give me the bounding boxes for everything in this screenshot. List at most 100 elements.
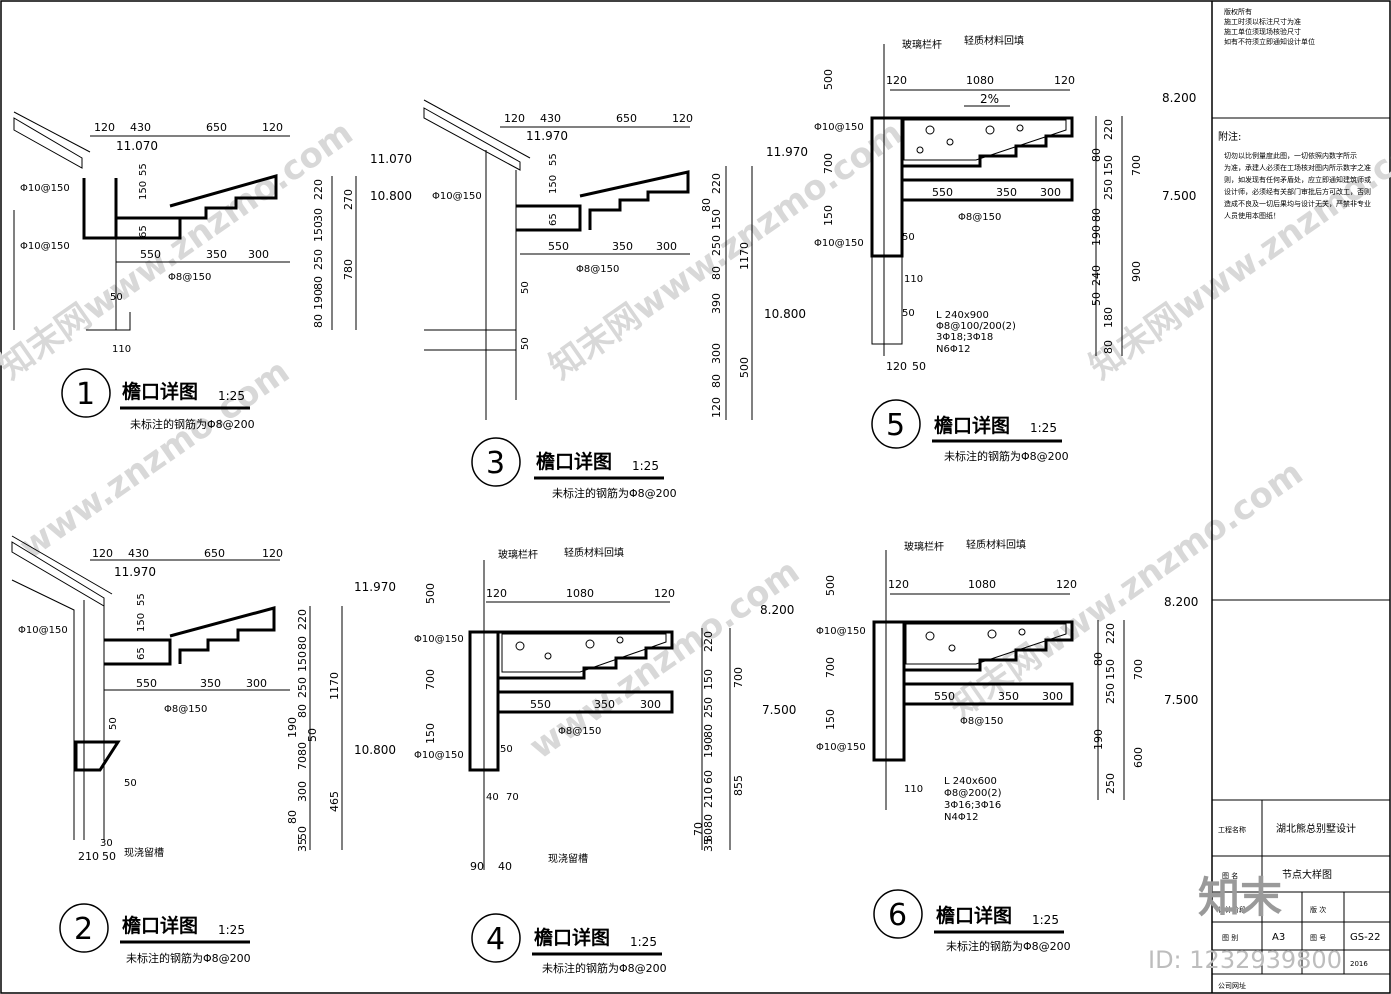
- dim: 50: [902, 308, 915, 319]
- rebar-label: Φ8@150: [960, 716, 1003, 727]
- dim: 780: [342, 259, 355, 280]
- gutter: [169, 174, 278, 236]
- copyright-line: 施工时须以标注尺寸为准: [1224, 17, 1301, 26]
- dim: 120: [888, 578, 909, 591]
- rebar-label: Φ8@150: [576, 264, 619, 275]
- dim: 70: [506, 792, 519, 803]
- roof-tiles: [13, 117, 83, 169]
- detail-scale: 1:25: [630, 935, 657, 949]
- dim: 350: [996, 186, 1017, 199]
- dim: 150: [136, 613, 147, 632]
- dim: 50: [124, 778, 137, 789]
- dim: 50: [306, 728, 319, 742]
- title-block: 版权所有 施工时须以标注尺寸为准 施工单位须现场核验尺寸 如有不符须立即通知设计…: [1148, 1, 1390, 993]
- fill-pebble: [1018, 628, 1026, 636]
- dim: 700: [732, 667, 745, 688]
- dim: 150: [824, 709, 837, 730]
- detail-note: 未标注的钢筋为Φ8@200: [126, 951, 251, 965]
- rebar-label: Φ10@150: [20, 183, 70, 194]
- beam-label: N4Φ12: [944, 812, 978, 823]
- dim: 120: [94, 121, 115, 134]
- dim: 190: [702, 737, 715, 758]
- rebar-label: Φ8@150: [958, 212, 1001, 223]
- rebar-label: Φ10@150: [20, 241, 70, 252]
- dim: 700: [822, 153, 835, 174]
- dim: 150: [138, 181, 149, 200]
- brand-logo: 知末: [1198, 873, 1282, 922]
- dim: 220: [1102, 119, 1115, 140]
- detail-number-circle: [471, 913, 521, 963]
- dim: 500: [738, 357, 751, 378]
- beam-label: L 240x600: [944, 776, 997, 787]
- dim: 220: [1104, 623, 1117, 644]
- drawing-no-label: 图 号: [1310, 934, 1326, 942]
- dim: 120: [1056, 578, 1077, 591]
- wall: [11, 579, 105, 840]
- gutter: [904, 620, 1074, 672]
- dim: 240: [1090, 265, 1103, 286]
- note-line: 设计师，必须经有关部门审批后方可改工，否则: [1224, 187, 1371, 196]
- dim: 90: [470, 860, 484, 873]
- dim: 50: [102, 850, 116, 863]
- dim: 80: [1102, 340, 1115, 354]
- dim: 80: [312, 314, 325, 328]
- beam: [871, 256, 903, 345]
- dim: 250: [1104, 773, 1117, 794]
- dim: 50: [500, 744, 513, 755]
- beam-label: 3Φ16;3Φ16: [944, 800, 1001, 811]
- watermark: 知末网www.znzmo.com: [942, 453, 1310, 727]
- fill-pebble: [616, 636, 624, 644]
- fill-pebble: [916, 146, 924, 154]
- fill-pebble: [985, 125, 995, 135]
- dim: 220: [710, 173, 723, 194]
- dim: 80: [296, 742, 309, 756]
- detail-number-circle: [59, 903, 109, 953]
- dim: 500: [822, 69, 835, 90]
- detail-number-circle: [61, 368, 111, 418]
- roof-line: [11, 535, 113, 595]
- fill-pebble: [585, 639, 595, 649]
- dim: 110: [904, 274, 923, 285]
- detail-note: 未标注的钢筋为Φ8@200: [552, 486, 677, 500]
- dim: 150: [296, 651, 309, 672]
- dim: 55: [548, 153, 559, 166]
- level: 8.200: [1164, 595, 1198, 609]
- level: 7.500: [762, 703, 796, 717]
- dim: 500: [824, 575, 837, 596]
- dim: 80: [702, 814, 715, 828]
- detail-2: 120 430 650 120 11.970 11.970 10.800 550…: [11, 535, 396, 965]
- dim: 120: [262, 547, 283, 560]
- dim: 600: [1132, 747, 1145, 768]
- level: 7.500: [1162, 189, 1196, 203]
- fill-pebble: [515, 641, 525, 651]
- gutter: [169, 606, 276, 664]
- dim: 270: [342, 189, 355, 210]
- drawing-no: GS-22: [1350, 932, 1380, 943]
- detail-title: 檐口详图: [934, 414, 1010, 437]
- lightweight-fill: [501, 633, 667, 673]
- dim: 80: [296, 704, 309, 718]
- dim: 150: [710, 209, 723, 230]
- dim: 190: [1092, 729, 1105, 750]
- rebar-label: Φ10@150: [414, 750, 464, 761]
- dim: 350: [200, 677, 221, 690]
- dim: 30: [100, 838, 113, 849]
- detail-number: 3: [486, 446, 505, 481]
- dim: 150: [312, 221, 325, 242]
- dim: 700: [424, 669, 437, 690]
- dim: 300: [248, 248, 269, 261]
- dim: 80: [710, 374, 723, 388]
- rebar-label: Φ10@150: [414, 634, 464, 645]
- detail-title: 檐口详图: [536, 450, 612, 473]
- dim: 350: [612, 240, 633, 253]
- dim: 700: [1132, 659, 1145, 680]
- dim: 70: [296, 756, 309, 770]
- dim: 550: [548, 240, 569, 253]
- dim: 650: [204, 547, 225, 560]
- level: 11.970: [354, 580, 396, 594]
- dim: 110: [112, 344, 131, 355]
- dim: 50: [520, 337, 531, 350]
- dim: 80: [1090, 148, 1103, 162]
- dim: 900: [1130, 261, 1143, 282]
- detail-number: 1: [76, 377, 95, 412]
